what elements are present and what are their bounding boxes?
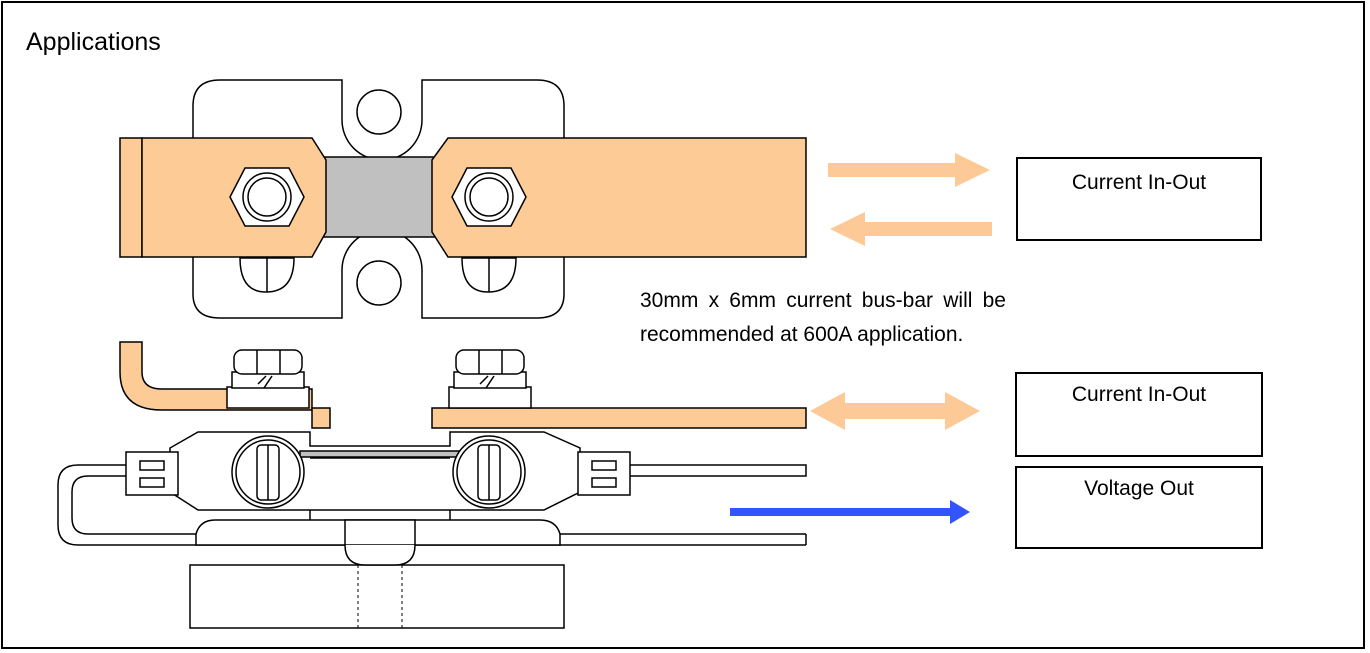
sense-wire-loop bbox=[57, 464, 806, 546]
bolt-right-top-view bbox=[451, 167, 527, 227]
voltage-out-arrow bbox=[730, 500, 970, 524]
left-busbar-edge bbox=[119, 137, 143, 258]
mounting-hole-top bbox=[356, 89, 402, 135]
nut-stack-left bbox=[226, 349, 310, 409]
screw-head-right-side bbox=[452, 435, 526, 509]
bolt-left-top-view bbox=[229, 167, 305, 227]
label-current-in-out-top: Current In-Out bbox=[1016, 157, 1262, 241]
sense-lug-left bbox=[125, 451, 179, 496]
nut-stack-right bbox=[448, 349, 532, 409]
busbar-recommendation-note: 30mm x 6mm current bus-bar will be recom… bbox=[640, 289, 1006, 346]
mounting-hole-bottom bbox=[356, 260, 402, 306]
left-busbar-flat bbox=[311, 407, 331, 429]
arrow-right-top bbox=[828, 153, 990, 187]
sense-wire-loop-inner bbox=[71, 475, 806, 535]
label-current-in-out-bottom: Current In-Out bbox=[1015, 372, 1263, 457]
diagram-title: Applications bbox=[26, 28, 161, 56]
base-block-side bbox=[189, 564, 565, 629]
current-arrows-top bbox=[828, 153, 992, 246]
current-arrow-bidirectional bbox=[810, 392, 980, 430]
right-busbar-top-view bbox=[431, 137, 807, 258]
shunt-top-view bbox=[119, 79, 807, 319]
arrow-left-top bbox=[830, 212, 992, 246]
screw-head-left-side bbox=[231, 435, 305, 509]
shunt-side-view bbox=[57, 341, 807, 629]
resistive-element-side bbox=[299, 450, 461, 458]
right-busbar-side-view bbox=[431, 407, 807, 429]
sense-lug-right bbox=[577, 451, 631, 496]
label-voltage-out: Voltage Out bbox=[1015, 466, 1263, 549]
sense-wire-right bbox=[630, 464, 807, 477]
resistive-element bbox=[317, 156, 441, 238]
